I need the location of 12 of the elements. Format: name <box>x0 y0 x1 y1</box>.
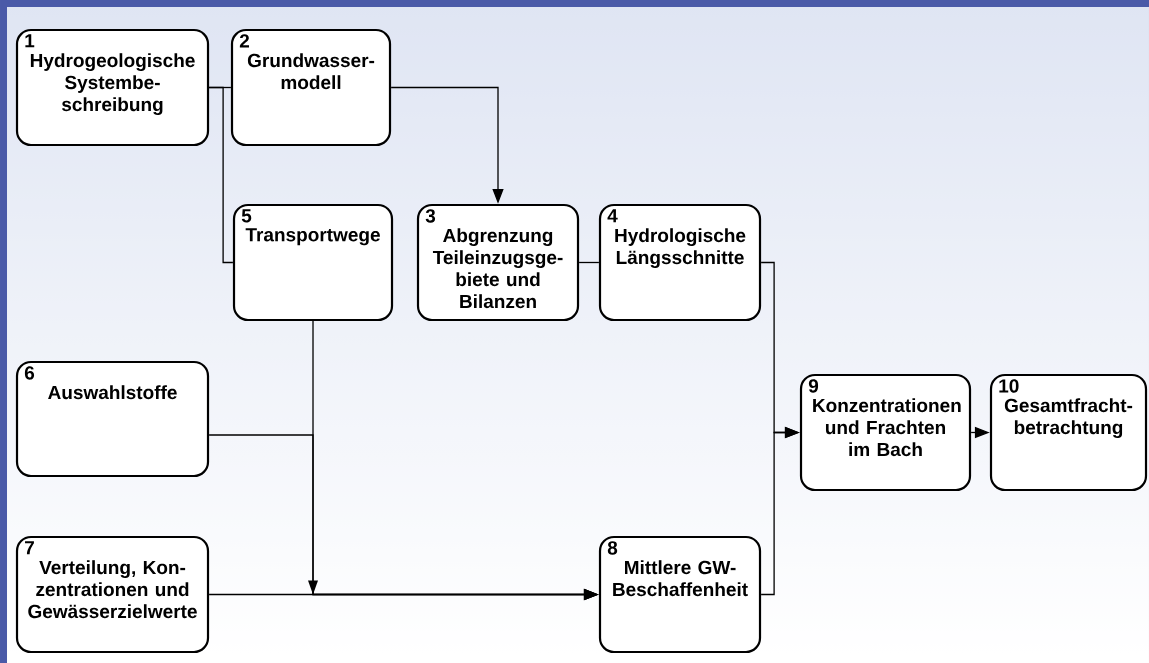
process-box: 8 Mittlere GW- Beschaffenheit <box>598 535 762 654</box>
connector-line <box>578 261 600 264</box>
process-box: 5 Transportwege <box>232 203 394 322</box>
process-box: 1 Hydrogeologische Systembe- schreibung <box>15 28 210 147</box>
connector-line <box>208 86 234 264</box>
process-box: 6 Auswahlstoffe <box>15 360 210 478</box>
process-box: 10 Gesamtfracht- betrachtung <box>989 373 1148 492</box>
process-box: 4 Hydrologische Längsschnitte <box>598 203 762 322</box>
process-box: 2 Grundwasser- modell <box>230 28 392 147</box>
process-box: 3 Abgrenzung Teileinzugsge- biete und Bilanzen <box>416 203 580 322</box>
process-box: 7 Verteilung, Kon- zentrationen und Gewässerzielwerte <box>15 535 210 654</box>
process-box: 9 Konzentrationen und Frachten im Bach <box>799 373 972 492</box>
